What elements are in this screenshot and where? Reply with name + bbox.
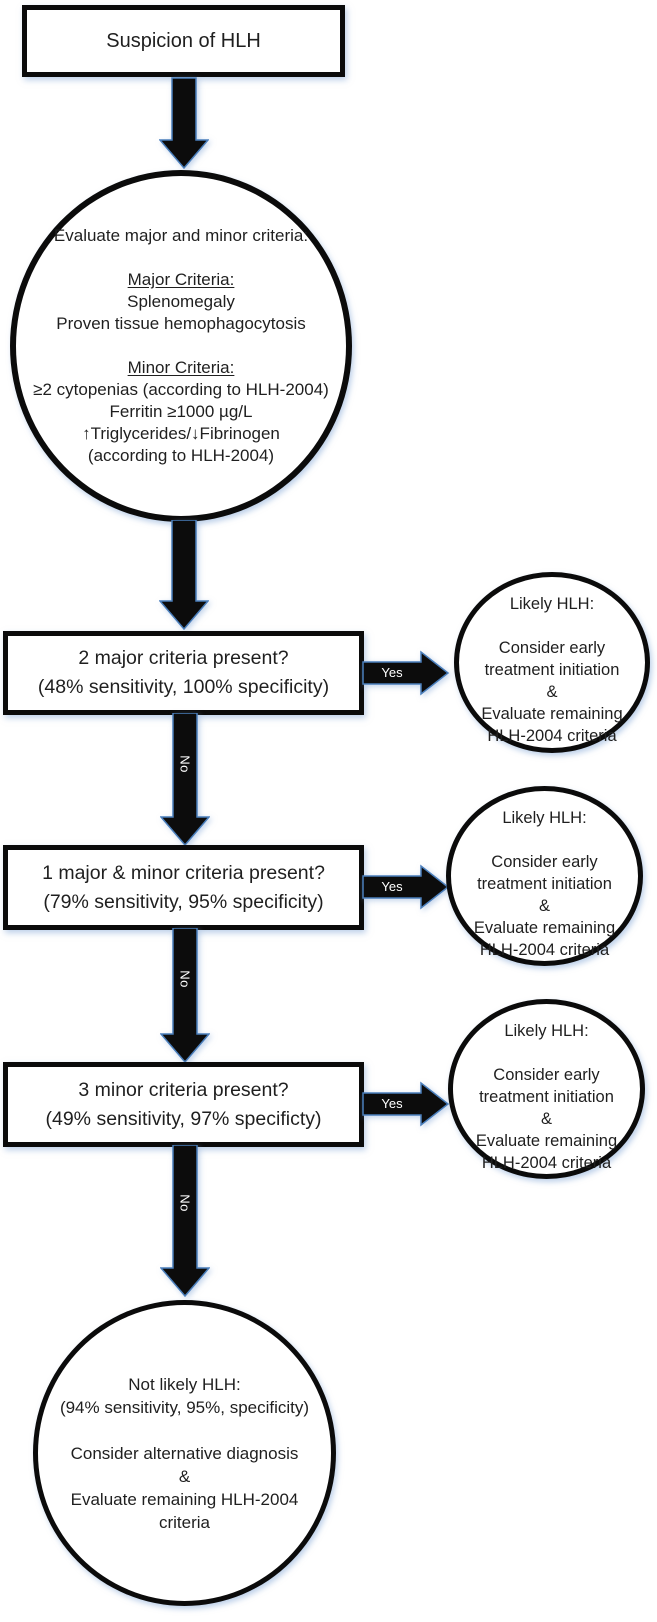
- likely-hlh-node-2: Likely HLH: Consider early treatment ini…: [446, 786, 643, 966]
- major-criteria-heading: Major Criteria:: [127, 270, 235, 289]
- minor-criteria-items: ≥2 cytopenias (according to HLH-2004) Fe…: [33, 380, 329, 465]
- not-likely-stats: (94% sensitivity, 95%, specificity): [59, 1397, 310, 1417]
- likely-hlh-title: Likely HLH:: [509, 595, 595, 613]
- arrow-down-criteria-to-decision-1: [159, 520, 209, 630]
- criteria-node: Evaluate major and minor criteria: Major…: [10, 170, 352, 522]
- decision-node-3: 3 minor criteria present? (49% sensitivi…: [3, 1062, 364, 1147]
- no-connector-3: No: [160, 1145, 210, 1297]
- no-connector-2: No: [160, 928, 210, 1063]
- decision-2-question: 1 major & minor criteria present?: [42, 861, 325, 884]
- yes-label-2: Yes: [381, 879, 403, 894]
- likely-hlh-body: Consider early treatment initiation & Ev…: [473, 853, 616, 959]
- criteria-intro: Evaluate major and minor criteria:: [53, 226, 309, 245]
- yes-connector-2: Yes: [362, 863, 450, 911]
- yes-label-1: Yes: [381, 665, 403, 680]
- decision-1-question: 2 major criteria present?: [78, 647, 289, 669]
- minor-criteria-heading: Minor Criteria:: [127, 358, 235, 377]
- likely-hlh-body: Consider early treatment initiation & Ev…: [475, 1066, 618, 1172]
- no-label-3: No: [177, 1193, 193, 1212]
- major-criteria-items: Splenomegaly Proven tissue hemophagocyto…: [56, 292, 306, 333]
- not-likely-title: Not likely HLH:: [128, 1374, 241, 1394]
- no-label-2: No: [177, 970, 193, 989]
- arrow-right-icon: [362, 650, 450, 696]
- decision-3-question: 3 minor criteria present?: [78, 1078, 289, 1101]
- arrow-right-icon: [362, 864, 450, 910]
- arrow-down-icon: [159, 77, 209, 169]
- arrow-down-icon: [160, 928, 210, 1063]
- not-likely-hlh-node: Not likely HLH: (94% sensitivity, 95%, s…: [33, 1300, 336, 1606]
- likely-hlh-node-1: Likely HLH: Consider early treatment ini…: [454, 572, 650, 753]
- likely-hlh-title: Likely HLH:: [502, 809, 587, 827]
- start-node-label: Suspicion of HLH: [106, 29, 261, 52]
- start-node: Suspicion of HLH: [22, 5, 345, 77]
- likely-hlh-node-3: Likely HLH: Consider early treatment ini…: [448, 999, 645, 1179]
- decision-node-1: 2 major criteria present? (48% sensitivi…: [3, 631, 364, 715]
- likely-hlh-body: Consider early treatment initiation & Ev…: [481, 639, 623, 745]
- decision-1-stats: (48% sensitivity, 100% specificity): [37, 676, 330, 698]
- decision-node-2: 1 major & minor criteria present? (79% s…: [3, 845, 364, 930]
- arrow-down-icon: [160, 713, 210, 846]
- arrow-down-start-to-criteria: [159, 77, 209, 169]
- no-label-1: No: [177, 754, 193, 773]
- not-likely-body: Consider alternative diagnosis & Evaluat…: [70, 1443, 299, 1532]
- yes-connector-3: Yes: [362, 1080, 450, 1128]
- arrow-down-icon: [159, 520, 209, 630]
- arrow-right-icon: [362, 1081, 450, 1127]
- likely-hlh-title: Likely HLH:: [504, 1022, 589, 1040]
- decision-2-stats: (79% sensitivity, 95% specificity): [43, 890, 324, 913]
- arrow-down-icon: [160, 1145, 210, 1297]
- decision-3-stats: (49% sensitivity, 97% specificty): [45, 1107, 322, 1130]
- yes-label-3: Yes: [381, 1096, 403, 1111]
- no-connector-1: No: [160, 713, 210, 846]
- yes-connector-1: Yes: [362, 649, 450, 697]
